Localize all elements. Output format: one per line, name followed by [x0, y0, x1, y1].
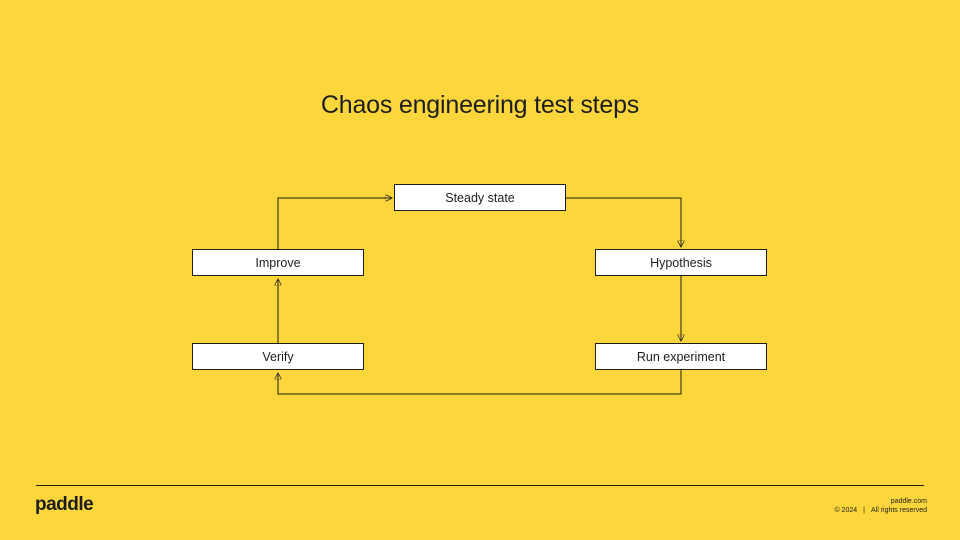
node-label-verify: Verify: [262, 349, 294, 364]
footer-separator: |: [863, 507, 865, 514]
footer-site: paddle.com: [890, 498, 927, 505]
node-label-steady-state: Steady state: [445, 190, 515, 205]
paddle-logo: paddle: [35, 494, 94, 515]
node-label-hypothesis: Hypothesis: [650, 255, 712, 270]
node-hypothesis: Hypothesis: [595, 249, 767, 276]
node-run-experiment: Run experiment: [595, 343, 767, 370]
node-verify: Verify: [192, 343, 364, 370]
node-steady-state: Steady state: [394, 184, 566, 211]
arrow-run-experiment-to-verify: [278, 370, 682, 395]
arrow-improve-to-steady-state: [277, 198, 391, 249]
footer-divider: [36, 485, 924, 486]
footer-copyright-line: © 2024 | All rights reserved: [834, 506, 927, 515]
footer-rights: All rights reserved: [870, 507, 927, 514]
node-label-run-experiment: Run experiment: [636, 349, 726, 364]
node-improve: Improve: [192, 249, 364, 276]
footer-legal: paddle.com © 2024 | All rights reserved: [834, 497, 927, 515]
node-label-improve: Improve: [255, 255, 301, 270]
arrow-steady-state-to-hypothesis: [566, 197, 681, 246]
footer-copyright: © 2024: [834, 507, 858, 514]
slide-title: Chaos engineering test steps: [320, 91, 640, 119]
